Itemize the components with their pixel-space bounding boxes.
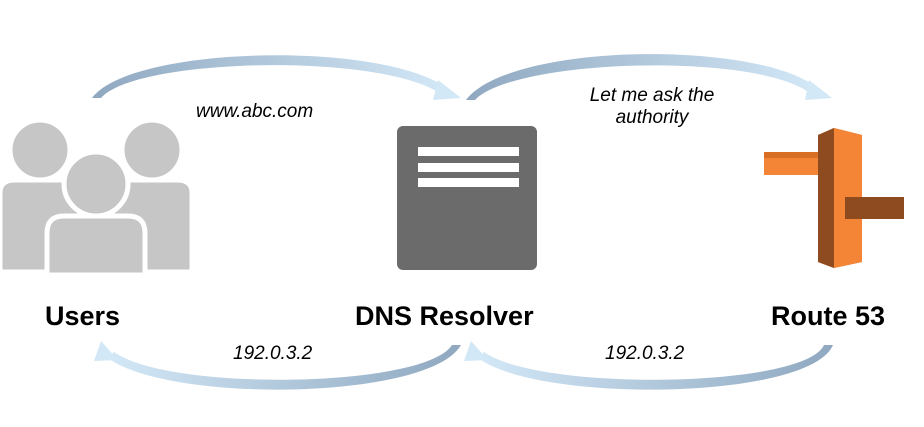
query-domain-label: www.abc.com: [196, 101, 314, 122]
dns-resolver-label: DNS Resolver: [355, 301, 534, 331]
route53-label: Route 53: [771, 301, 886, 331]
users-label: Users: [45, 301, 121, 331]
arrow-resolver-to-route53: [466, 54, 832, 100]
arrow-resolver-to-users: [94, 341, 461, 390]
answer-to-resolver-label: 192.0.3.2: [605, 343, 685, 364]
ask-authority-label: Let me ask the authority: [589, 85, 715, 128]
server-icon: [397, 126, 537, 270]
arrow-users-to-resolver: [92, 55, 461, 100]
route53-icon: [764, 128, 904, 268]
users-group-icon: [0, 117, 195, 278]
answer-to-users-label: 192.0.3.2: [233, 343, 313, 364]
arrow-route53-to-resolver: [464, 341, 833, 390]
